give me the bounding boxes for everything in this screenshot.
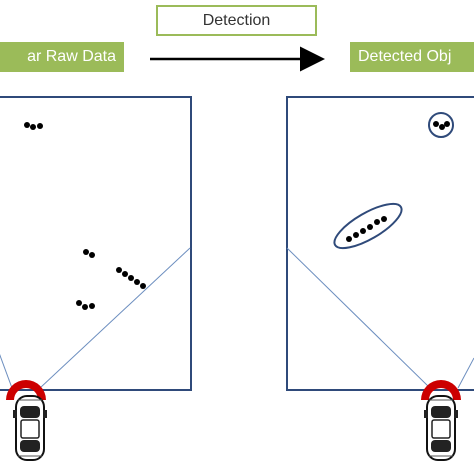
object-outline — [428, 112, 454, 138]
detected-objects-title: Detected Obj — [350, 42, 474, 72]
object-outline — [333, 202, 403, 250]
raw-point — [24, 122, 30, 128]
car-icon — [423, 395, 459, 461]
detected-points — [346, 121, 450, 242]
object-point — [433, 121, 439, 127]
raw-point — [83, 249, 89, 255]
raw-point — [89, 252, 95, 258]
radar-fov-left-edge — [286, 247, 431, 389]
raw-point — [37, 123, 43, 129]
object-point — [360, 228, 366, 234]
raw-data-field — [0, 96, 192, 391]
object-point — [439, 124, 445, 130]
raw-point — [76, 300, 82, 306]
raw-data-panel — [0, 96, 192, 461]
raw-point — [82, 304, 88, 310]
object-point — [346, 236, 352, 242]
raw-point — [89, 303, 95, 309]
radar-sensor-icon — [6, 380, 46, 400]
raw-point — [116, 267, 122, 273]
detection-stage-label: Detection — [156, 5, 317, 36]
radar-fov-left-edge — [0, 353, 13, 389]
detected-objects-panel — [286, 96, 474, 461]
raw-point — [128, 275, 134, 281]
radar-sensor-icon — [421, 380, 461, 400]
raw-point — [122, 271, 128, 277]
object-point — [353, 232, 359, 238]
raw-point — [134, 279, 140, 285]
radar-fov-right-edge — [39, 247, 191, 389]
object-point — [367, 224, 373, 230]
radar-fov-right-edge — [457, 357, 474, 389]
raw-detection-points — [24, 122, 146, 310]
object-point — [444, 121, 450, 127]
object-point — [374, 219, 380, 225]
car-icon — [12, 395, 48, 461]
raw-data-title: ar Raw Data — [0, 42, 124, 72]
raw-point — [140, 283, 146, 289]
detected-objects-field — [286, 96, 474, 391]
raw-point — [30, 124, 36, 130]
object-point — [381, 216, 387, 222]
